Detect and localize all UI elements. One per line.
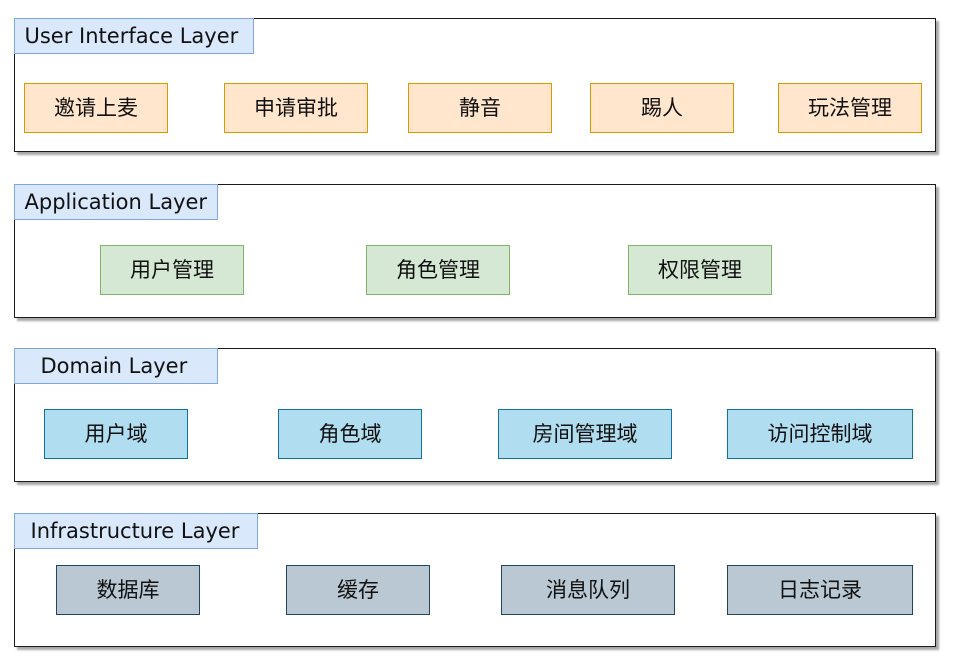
layer-title: User Interface Layer — [13, 17, 254, 54]
user-management-box: 用户管理 — [100, 245, 244, 295]
room-management-domain-box: 房间管理域 — [498, 409, 672, 459]
invite-mic-box: 邀请上麦 — [24, 83, 168, 133]
layer-title: Infrastructure Layer — [13, 512, 258, 549]
user-interface-layer: User Interface Layer 邀请上麦 申请审批 静音 踢人 玩法管… — [13, 17, 936, 152]
application-layer: Application Layer 用户管理 角色管理 权限管理 — [13, 183, 936, 318]
role-management-box: 角色管理 — [366, 245, 510, 295]
gameplay-management-box: 玩法管理 — [778, 83, 922, 133]
cache-box: 缓存 — [286, 565, 430, 615]
infrastructure-layer: Infrastructure Layer 数据库 缓存 消息队列 日志记录 — [13, 512, 936, 647]
apply-approval-box: 申请审批 — [224, 83, 368, 133]
logging-box: 日志记录 — [727, 565, 913, 615]
permission-management-box: 权限管理 — [628, 245, 772, 295]
user-domain-box: 用户域 — [44, 409, 188, 459]
message-queue-box: 消息队列 — [501, 565, 675, 615]
domain-layer: Domain Layer 用户域 角色域 房间管理域 访问控制域 — [13, 347, 936, 482]
layer-title: Domain Layer — [13, 347, 218, 384]
role-domain-box: 角色域 — [278, 409, 422, 459]
layer-title: Application Layer — [13, 183, 218, 220]
access-control-domain-box: 访问控制域 — [727, 409, 913, 459]
mute-box: 静音 — [408, 83, 552, 133]
database-box: 数据库 — [56, 565, 200, 615]
kick-box: 踢人 — [590, 83, 734, 133]
